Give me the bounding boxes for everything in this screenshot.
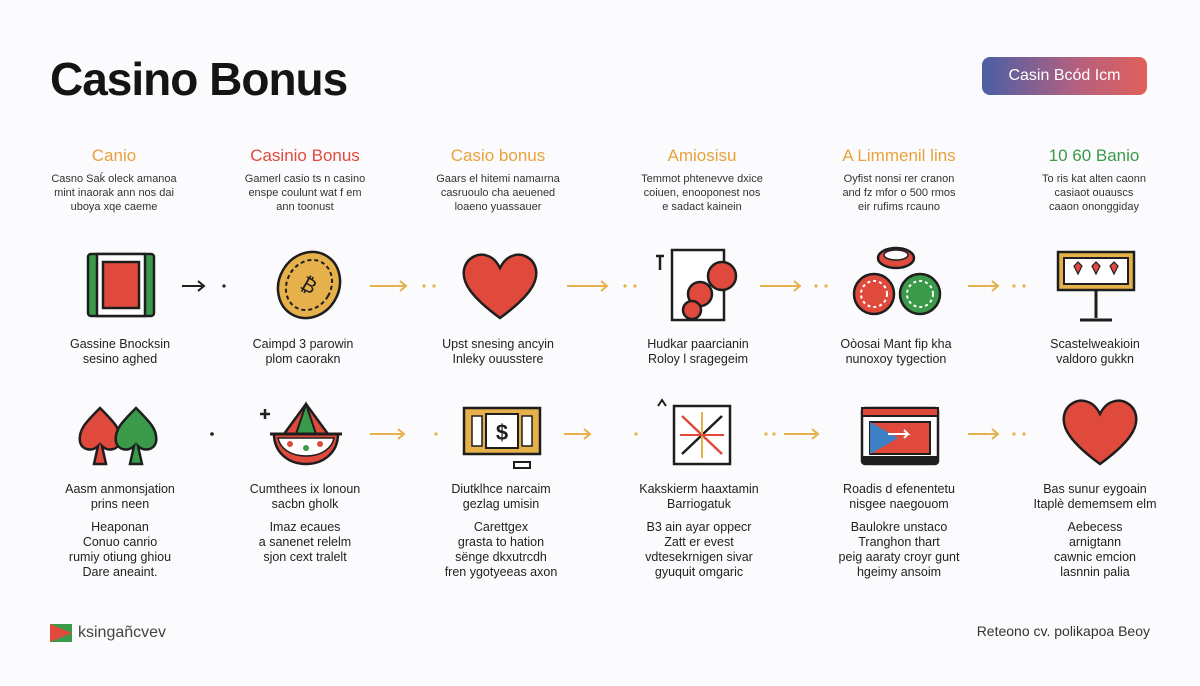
chip-box-icon: [86, 252, 156, 318]
spades-icon: [78, 406, 158, 466]
slot-machine-sign-icon: [1056, 250, 1136, 322]
column-title: Casio bonus: [450, 146, 546, 165]
column-title: Amiosisu: [667, 146, 737, 165]
column-title: Canio: [91, 146, 137, 165]
column-title: 10 60 Banio: [1048, 146, 1140, 165]
arrow-connector: [968, 428, 1026, 440]
heart-icon: [462, 253, 538, 320]
column-title: Casinio Bonus: [250, 146, 360, 165]
dollar-bill-icon: $: [462, 406, 542, 469]
footer-logo: ksingañcvev: [50, 624, 166, 642]
gold-coin-icon: ₿: [276, 250, 342, 320]
arrow-connector: [370, 280, 436, 292]
column-title: A Limmenil lins: [842, 146, 956, 165]
poker-chips-icon: [852, 246, 942, 316]
arrow-connector: [564, 428, 638, 440]
tag-button[interactable]: Casin Bсód Icm: [982, 57, 1147, 95]
svg-text:$: $: [496, 420, 508, 445]
footer-credit: Reteono cv. polikapoa Beoy: [976, 623, 1150, 639]
tablet-icon: [860, 406, 940, 466]
target-frame-icon: [657, 398, 732, 466]
arrow-connector: [968, 280, 1026, 292]
page-title: Casino Bonus: [50, 53, 348, 105]
arrow-connector: [760, 280, 828, 292]
bowl-icon: [260, 400, 342, 466]
arrow-connector: [567, 280, 637, 292]
heart-icon: [1062, 399, 1138, 466]
arrow-connector: [182, 280, 226, 292]
footer-logo-text: ksingañcvev: [78, 624, 167, 641]
cards-chips-icon: [656, 248, 738, 322]
arrow-connector: [370, 428, 438, 440]
arrow-connector: [764, 428, 820, 440]
dot-connector: [210, 432, 214, 436]
logo-icon: [50, 624, 72, 642]
